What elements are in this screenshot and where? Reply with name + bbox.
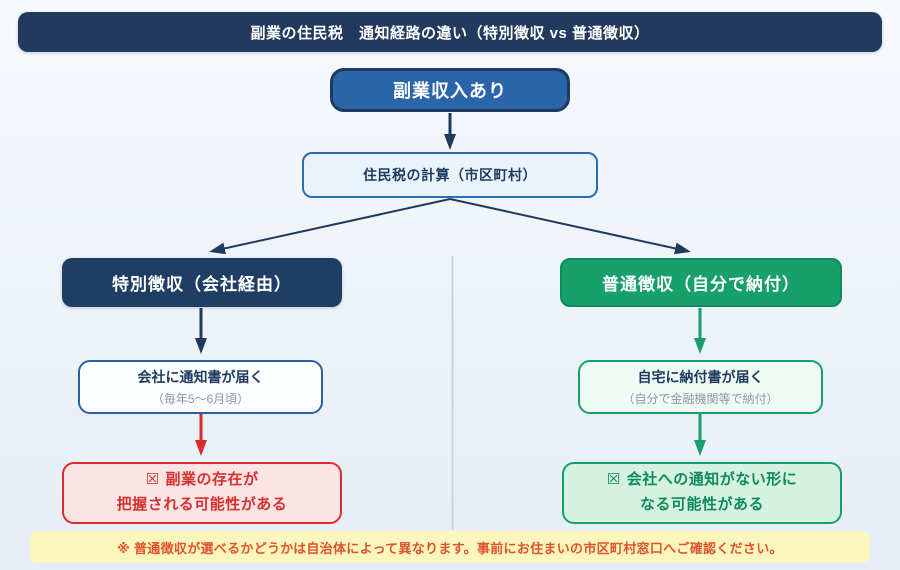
- diagram-title: 副業の住民税 通知経路の違い（特別徴収 vs 普通徴収）: [250, 24, 650, 42]
- node-ordinary-collection: 普通徴収（自分で納付）: [560, 258, 842, 307]
- node-special-collection: 特別徴収（会社経由）: [62, 258, 342, 307]
- node-tax-calculation: 住民税の計算（市区町村）: [302, 152, 598, 198]
- safe-line2: なる可能性がある: [639, 496, 764, 513]
- footer-note-bar: ※ 普通徴収が選べるかどうかは自治体によって異なります。事前にお住まいの市区町村…: [30, 531, 870, 563]
- node-special-collection-label: 特別徴収（会社経由）: [112, 275, 292, 294]
- node-payment-slip-home: 自宅に納付書が届く （自分で金融機関等で納付）: [578, 360, 823, 414]
- arrow-calc-to-special: [209, 198, 451, 255]
- node-risk-result: ☒ 副業の存在が 把握される可能性がある: [62, 462, 342, 524]
- safe-line1-text: 会社への通知がない形に: [626, 471, 798, 489]
- check-glyph-icon: ☒: [606, 471, 621, 489]
- notice-home-main: 自宅に納付書が届く: [637, 369, 764, 385]
- risk-line1: ☒ 副業の存在が: [146, 468, 259, 493]
- arrow-calc-to-ordinary: [449, 198, 691, 255]
- risk-line1-text: 副業の存在が: [165, 471, 259, 489]
- warning-glyph-icon: ☒: [145, 471, 160, 489]
- node-side-income-label: 副業収入あり: [393, 81, 507, 101]
- safe-line1: ☒ 会社への通知がない形に: [607, 468, 797, 493]
- node-tax-calculation-label: 住民税の計算（市区町村）: [363, 167, 537, 183]
- notice-company-main: 会社に通知書が届く: [137, 369, 264, 385]
- notice-home-sub: （自分で金融機関等で納付）: [622, 392, 779, 406]
- node-side-income: 副業収入あり: [330, 68, 570, 112]
- node-notice-to-company: 会社に通知書が届く （毎年5〜6月頃）: [78, 360, 323, 414]
- node-safe-result: ☒ 会社への通知がない形に なる可能性がある: [562, 462, 842, 524]
- footer-note-text: ※ 普通徴収が選べるかどうかは自治体によって異なります。事前にお住まいの市区町村…: [117, 540, 783, 556]
- node-ordinary-collection-label: 普通徴収（自分で納付）: [602, 275, 800, 294]
- risk-line2: 把握される可能性がある: [116, 496, 288, 513]
- diagram-title-bar: 副業の住民税 通知経路の違い（特別徴収 vs 普通徴収）: [18, 12, 882, 52]
- notice-company-sub: （毎年5〜6月頃）: [151, 392, 250, 406]
